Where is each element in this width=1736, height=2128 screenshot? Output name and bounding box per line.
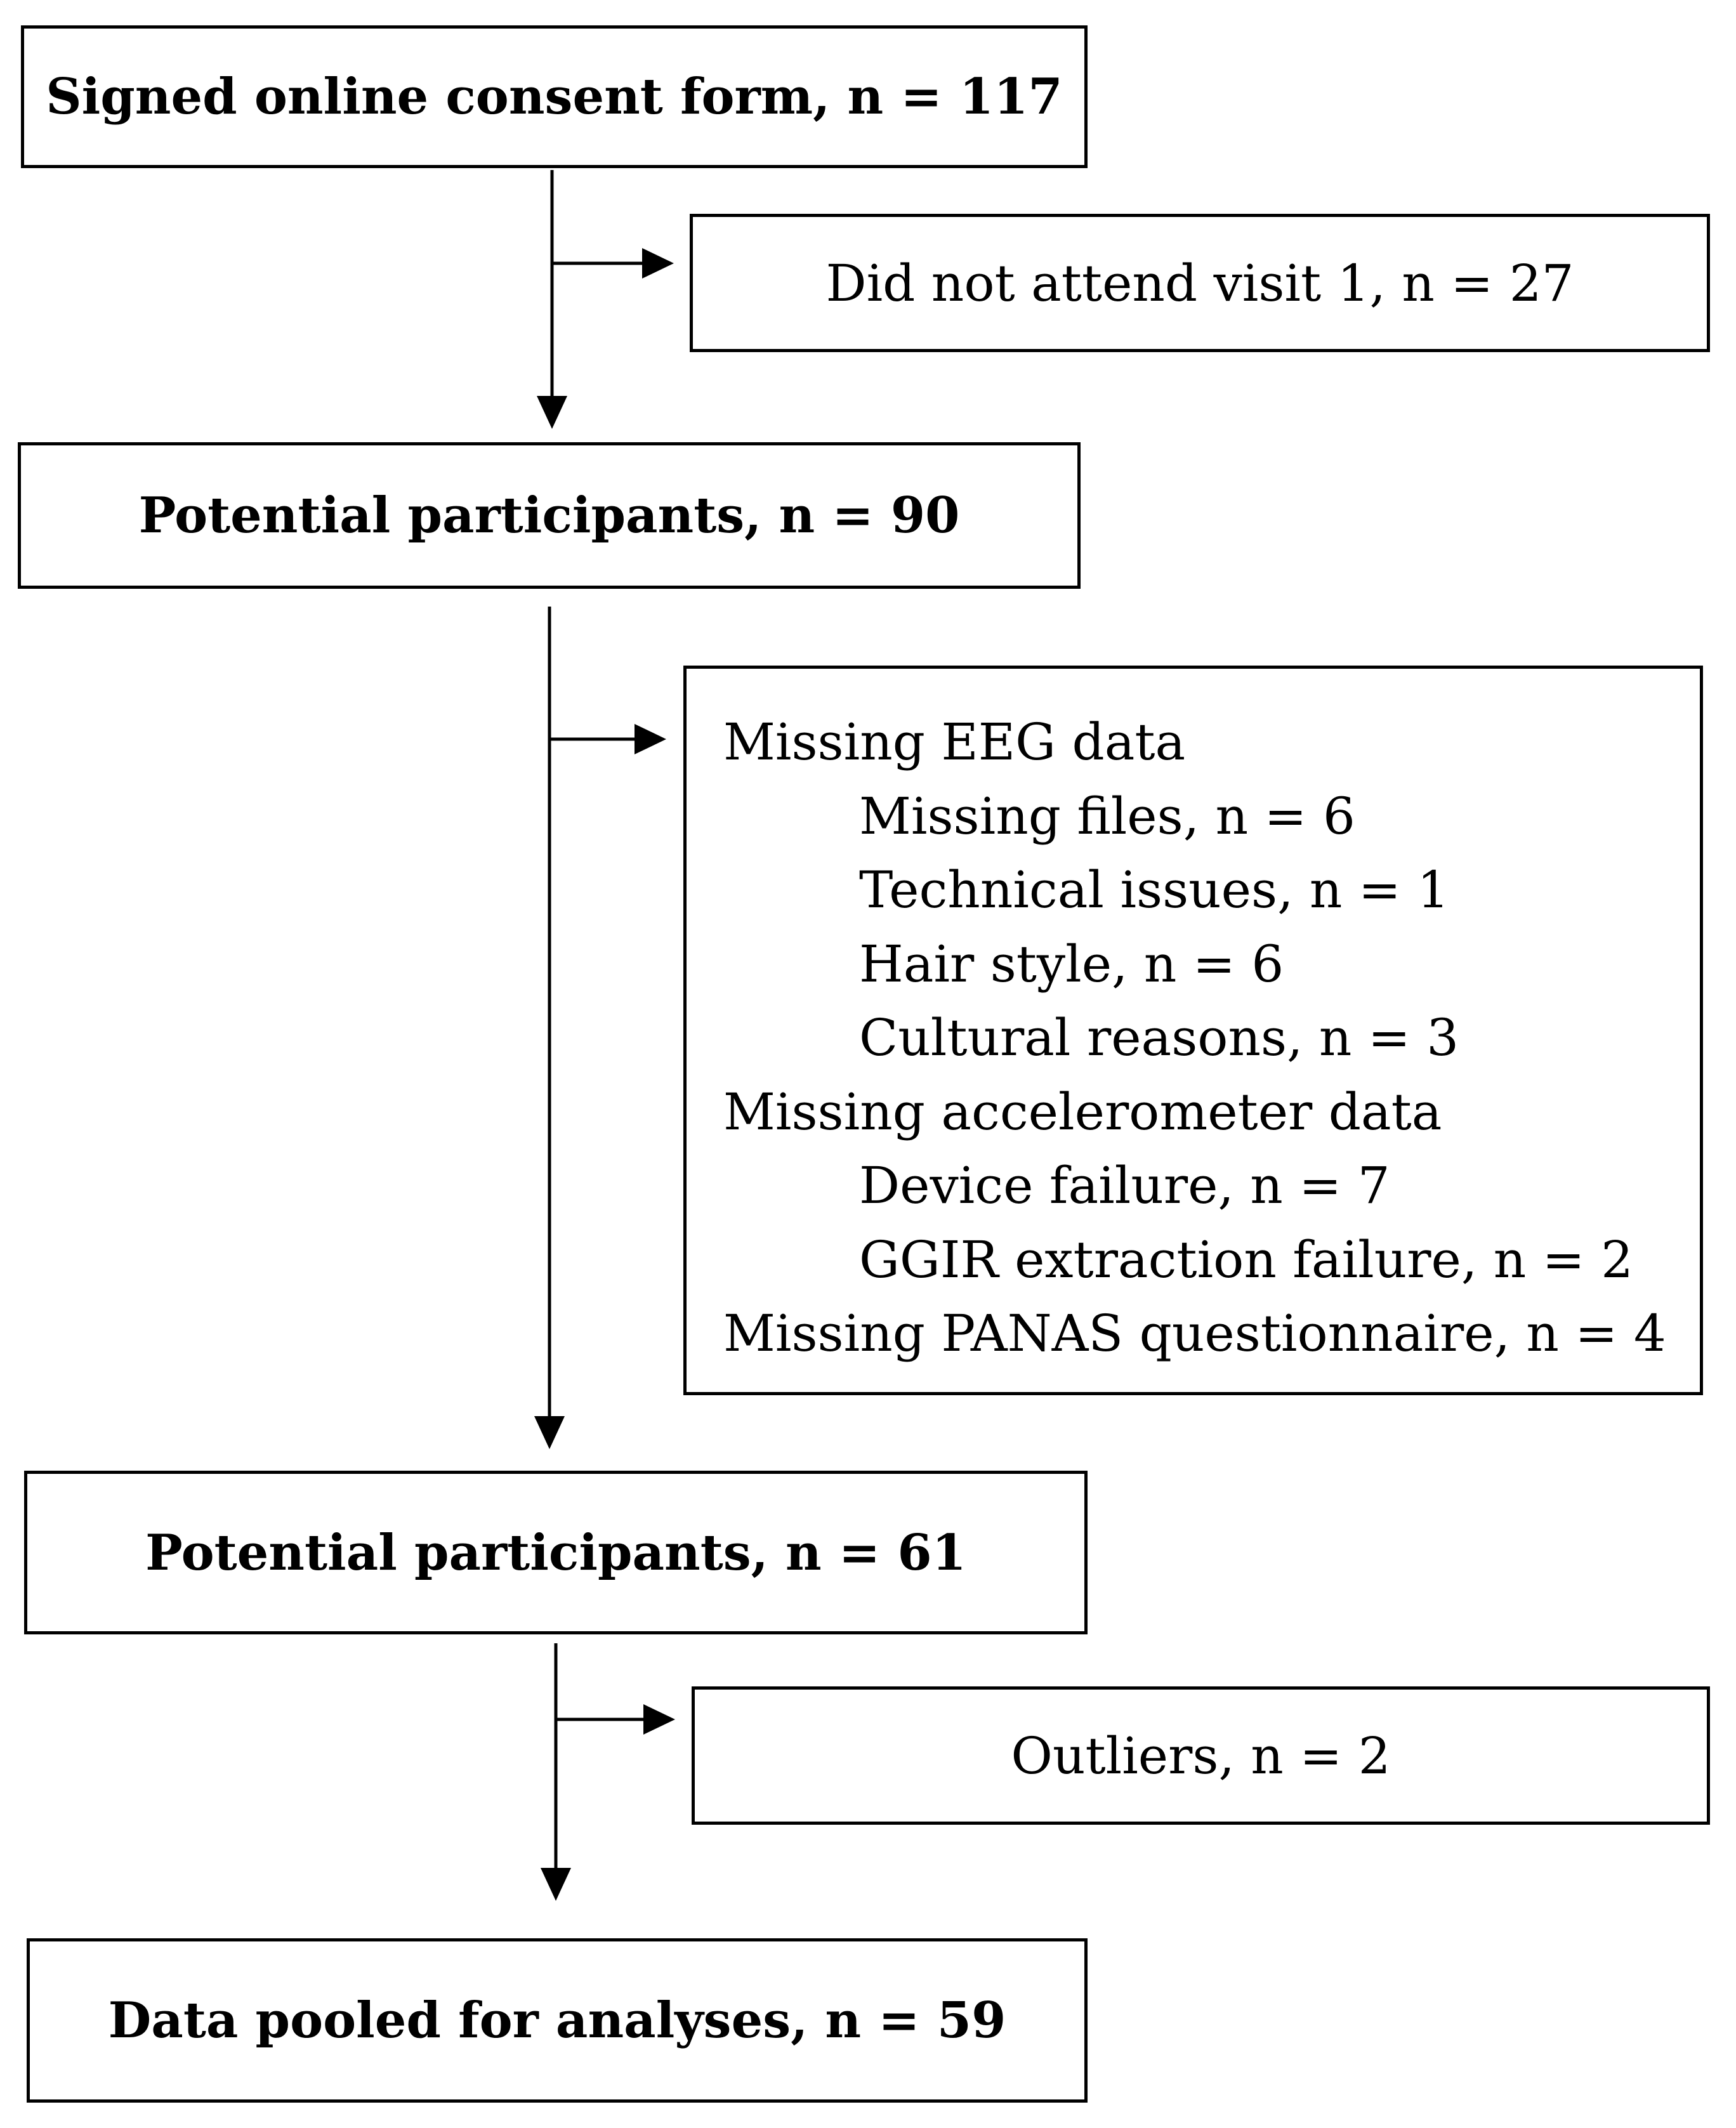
arrowhead-right-icon — [642, 248, 674, 279]
outliers-box: Outliers, n = 2 — [692, 1686, 1710, 1825]
consent-box-label: Signed online consent form, n = 117 — [46, 68, 1063, 126]
arrowhead-down-icon — [537, 396, 567, 429]
did-not-attend-label: Did not attend visit 1, n = 27 — [825, 253, 1574, 313]
missing-panas-item: Missing PANAS questionnaire, n = 4 — [723, 1304, 1666, 1363]
missing-data-box: Missing EEG data Missing files, n = 6 Te… — [683, 666, 1703, 1395]
arrowhead-down-icon — [534, 1416, 565, 1449]
data-pooled-label: Data pooled for analyses, n = 59 — [108, 1992, 1006, 2049]
outliers-label: Outliers, n = 2 — [1011, 1726, 1391, 1785]
missing-accelerometer-heading: Missing accelerometer data — [723, 1082, 1442, 1141]
hair-style-item: Hair style, n = 6 — [859, 934, 1284, 994]
consent-box: Signed online consent form, n = 117 — [21, 25, 1088, 168]
did-not-attend-box: Did not attend visit 1, n = 27 — [690, 214, 1710, 352]
device-failure-item: Device failure, n = 7 — [859, 1156, 1390, 1215]
missing-files-item: Missing files, n = 6 — [859, 786, 1355, 846]
arrowhead-down-icon — [541, 1868, 571, 1901]
ggir-extraction-failure-item: GGIR extraction failure, n = 2 — [859, 1230, 1634, 1289]
potential-participants-90-box: Potential participants, n = 90 — [18, 442, 1081, 589]
cultural-reasons-item: Cultural reasons, n = 3 — [859, 1008, 1459, 1067]
arrowhead-right-icon — [643, 1704, 675, 1735]
arrowhead-right-icon — [635, 724, 666, 754]
missing-eeg-heading: Missing EEG data — [723, 713, 1186, 772]
potential-participants-61-label: Potential participants, n = 61 — [145, 1523, 966, 1582]
data-pooled-box: Data pooled for analyses, n = 59 — [27, 1938, 1088, 2103]
technical-issues-item: Technical issues, n = 1 — [859, 860, 1450, 919]
potential-participants-90-label: Potential participants, n = 90 — [138, 487, 960, 544]
potential-participants-61-box: Potential participants, n = 61 — [24, 1471, 1088, 1634]
